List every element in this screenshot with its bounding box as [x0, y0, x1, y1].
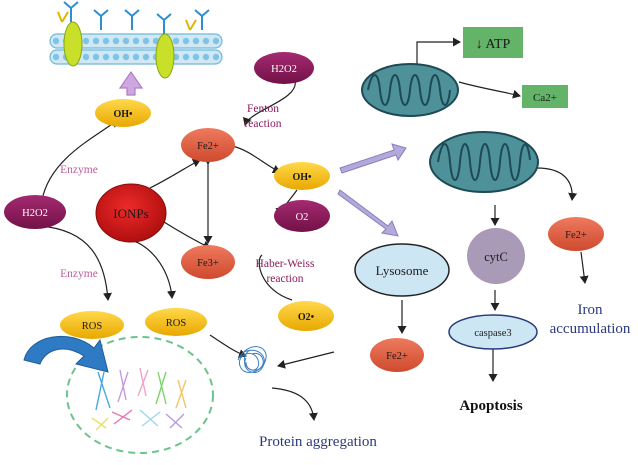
node-fe2-top: Fe2+	[181, 128, 235, 162]
damage-arrow-to-membrane	[118, 70, 144, 96]
node-o2: O2	[274, 200, 330, 232]
node-fe2-top-label: Fe2+	[197, 141, 219, 152]
node-ros-right: ROS	[145, 308, 207, 336]
node-fe3-label: Fe3+	[197, 258, 219, 269]
node-ros-left: ROS	[60, 311, 124, 339]
haber-weiss-label-line2: reaction	[266, 273, 303, 285]
node-lysosome-label: Lysosome	[376, 263, 429, 278]
enzyme-label-top: Enzyme	[60, 164, 98, 176]
node-h2o2-left: H2O2	[4, 195, 66, 229]
apoptosis-label: Apoptosis	[459, 398, 523, 414]
ros-to-dna-arrow	[23, 335, 109, 373]
node-h2o2-top: H2O2	[254, 52, 314, 84]
node-atp: ↓ ATP	[463, 27, 523, 58]
iron-accumulation-label-line1: Iron	[578, 302, 603, 318]
node-oh-left-label: OH•	[113, 109, 133, 120]
mitochondrion-top	[361, 63, 459, 117]
cell-membrane-illustration	[49, 1, 223, 79]
oh-to-mitochondria-arrow	[339, 143, 407, 174]
haber-weiss-label-line1: Haber-Weiss	[256, 258, 315, 270]
protein-aggregation-label: Protein aggregation	[259, 434, 377, 450]
node-caspase3: caspase3	[448, 314, 538, 350]
fenton-label-line1: Fenton	[247, 103, 279, 115]
enzyme-label-bottom: Enzyme	[60, 268, 98, 280]
fenton-label-line2: reaction	[244, 118, 281, 130]
iron-accumulation-label-line2: accumulation	[550, 321, 631, 337]
node-ionps-label: IONPs	[113, 206, 148, 221]
node-lysosome: Lysosome	[354, 243, 450, 297]
node-fe2-right: Fe2+	[548, 217, 604, 251]
node-ca2: Ca2+	[522, 85, 568, 108]
node-caspase3-label: caspase3	[474, 328, 511, 339]
node-fe3: Fe3+	[181, 245, 235, 279]
node-ros-right-label: ROS	[166, 318, 187, 329]
oh-to-lysosome-arrow	[337, 189, 399, 237]
node-h2o2-left-label: H2O2	[22, 208, 48, 219]
node-oh-center-label: OH•	[292, 172, 312, 183]
node-ionps: IONPs	[95, 183, 167, 243]
node-fe2-right-label: Fe2+	[565, 230, 587, 241]
mitochondrion-bottom	[429, 131, 539, 193]
node-o2-radical: O2•	[278, 301, 334, 331]
node-cytc-label: cytC	[484, 250, 508, 264]
node-fe2-lysosome: Fe2+	[370, 338, 424, 372]
node-ca2-label: Ca2+	[533, 92, 557, 104]
node-o2-radical-label: O2•	[298, 312, 315, 323]
protein-aggregate-icon	[237, 346, 267, 373]
dna-damage-illustration	[66, 336, 214, 454]
node-oh-left: OH•	[95, 99, 151, 127]
node-h2o2-top-label: H2O2	[271, 64, 297, 75]
pathway-arrows	[39, 37, 589, 421]
node-oh-center: OH•	[274, 162, 330, 190]
node-ros-left-label: ROS	[82, 321, 103, 332]
node-cytc: cytC	[467, 228, 525, 284]
node-o2-label: O2	[296, 212, 309, 223]
node-atp-label: ↓ ATP	[476, 37, 511, 52]
node-fe2-lysosome-label: Fe2+	[386, 351, 408, 362]
